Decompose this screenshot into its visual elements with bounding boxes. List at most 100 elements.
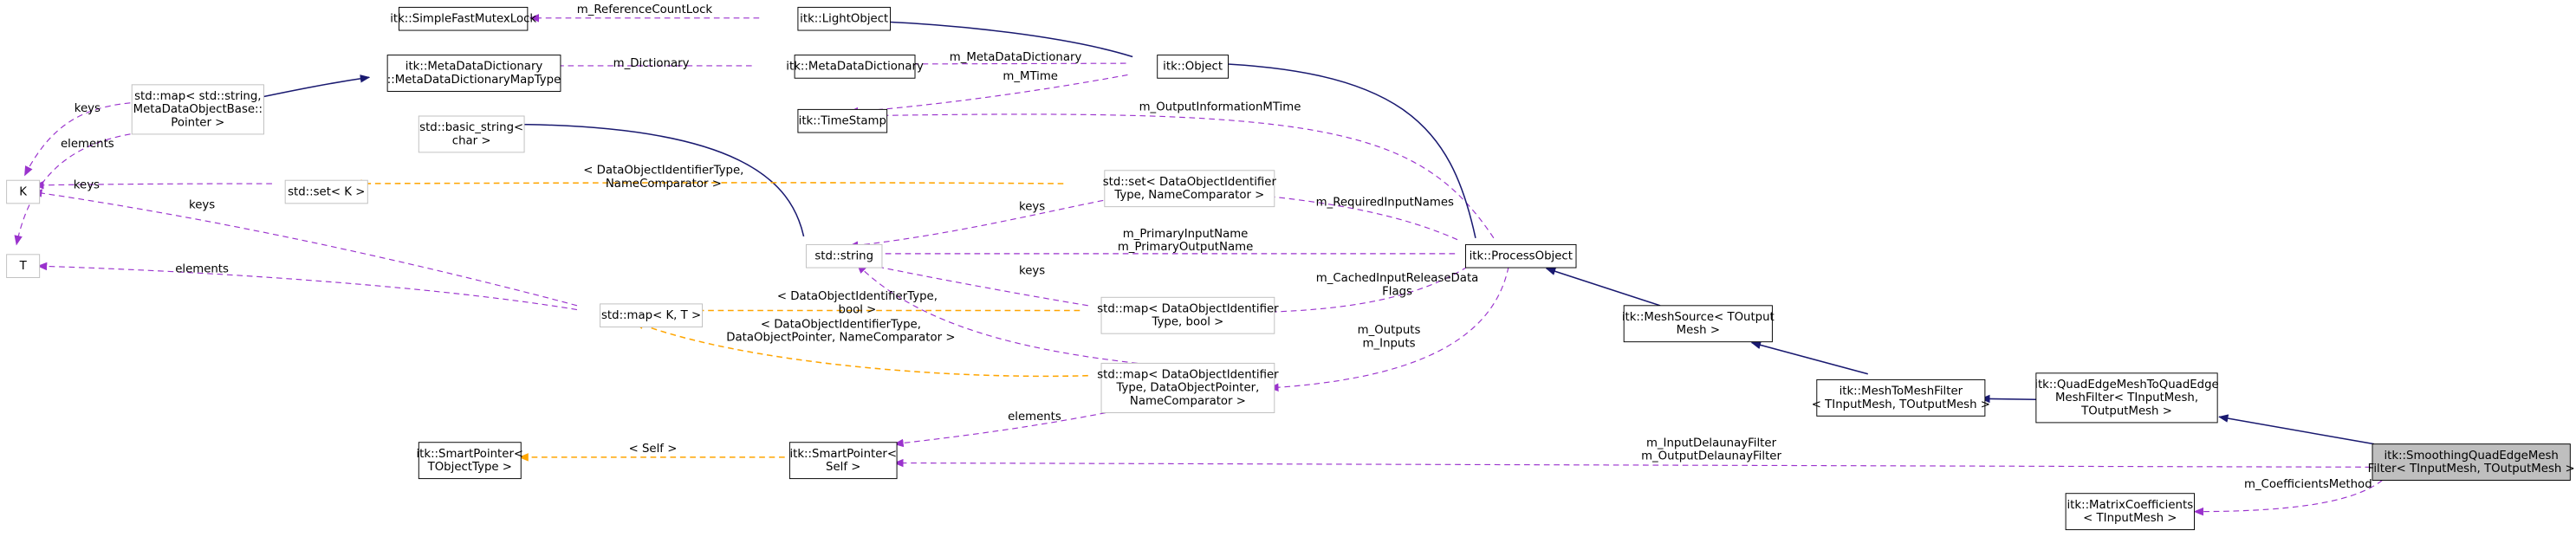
label-line: std::set< K > [288,185,365,198]
node-process-object[interactable]: itk::ProcessObject [1465,243,1577,268]
edge-label-keys-map-k: keys [189,199,215,212]
label-line: std::map< std::string, [134,90,261,103]
edge-labels: m_ReferenceCountLock m_Dictionary m_Meta… [61,3,2372,491]
label-line: elements [175,263,229,276]
edge-cached-release-flags [1262,266,1468,316]
node-std-set-k[interactable]: std::set< K > [284,179,368,204]
node-label: itk::LightObject [800,13,888,26]
edge-label-dictionary: m_Dictionary [613,57,690,70]
label-line: itk::MeshToMeshFilter [1840,385,1963,398]
node-object[interactable]: itk::Object [1157,55,1230,79]
label-line: m_MTime [1002,70,1058,83]
edge-set-k-template [352,179,1064,188]
edge-map-ptr-template [633,321,1088,378]
edge-label-elements-smart-ptr: elements [1008,411,1061,424]
label-line: Type, NameComparator > [1113,189,1264,202]
node-k[interactable]: K [6,179,41,204]
nodes: itk::SimpleFastMutexLock itk::LightObjec… [6,6,2575,531]
node-label: itk::MetaDataDictionary::MetaDataDiction… [387,61,561,87]
label-line: itk::Object [1163,61,1223,74]
label-line: bool > [839,303,877,316]
label-line: m_OutputDelaunayFilter [1641,450,1781,463]
node-label: itk::SmartPointer<TObjectType > [416,448,523,474]
label-line: DataObjectPointer, NameComparator > [726,332,955,345]
node-basic-string[interactable]: std::basic_string<char > [418,115,525,153]
label-line: itk::MatrixCoefficients [2067,499,2193,512]
label-line: keys [1019,265,1045,278]
label-line: < Self > [629,443,678,456]
label-line: itk::SmartPointer< [416,448,523,461]
edge-meta-data-dictionary [866,60,1126,68]
edge-elements-map-t [36,262,578,311]
node-mesh-to-mesh-filter[interactable]: itk::MeshToMeshFilter< TInputMesh, TOutp… [1812,378,1990,417]
node-label: std::set< K > [288,185,365,198]
node-std-map-k-t[interactable]: std::map< K, T > [600,303,704,328]
label-line: elements [61,138,114,151]
label-line: itk::SmoothingQuadEdgeMesh [2384,450,2558,463]
label-line: Type, DataObjectPointer, [1115,382,1259,395]
node-label: T [19,260,28,273]
edge-label-required-input-names: m_RequiredInputNames [1316,197,1454,210]
node-label: std::basic_string<char > [419,121,523,147]
label-line: ::MetaDataDictionaryMapType [387,74,561,87]
label-line: itk::SimpleFastMutexLock [390,13,536,26]
label-line: m_PrimaryInputName [1123,228,1249,241]
node-std-map-string-mdo[interactable]: std::map< std::string,MetaDataObjectBase… [131,84,264,135]
edge-mtime [847,74,1128,116]
node-label: std::map< K, T > [601,309,701,322]
node-label: itk::MatrixCoefficients< TInputMesh > [2067,499,2193,525]
label-line: < DataObjectIdentifierType, [761,318,921,331]
label-line: m_Outputs [1358,324,1421,337]
node-std-string[interactable]: std::string [805,243,883,268]
label-line: Self > [826,461,860,474]
node-matrix-coefficients[interactable]: itk::MatrixCoefficients< TInputMesh > [2065,493,2195,531]
node-time-stamp[interactable]: itk::TimeStamp [797,108,888,133]
edge-meshtomesh-to-quadedge [1980,394,2036,404]
label-line: Mesh > [1677,324,1720,337]
edges [14,14,2383,516]
node-smart-pointer-object-type[interactable]: itk::SmartPointer<TObjectType > [416,442,523,480]
edge-label-elements-map-t: elements [175,263,229,276]
label-line: T [19,260,28,273]
edge-quadedge-to-smoothing [2218,414,2375,445]
label-line: m_Dictionary [613,57,690,70]
node-label: itk::TimeStamp [799,115,886,128]
node-meta-data-dictionary-map-type[interactable]: itk::MetaDataDictionary::MetaDataDiction… [386,55,561,92]
node-light-object[interactable]: itk::LightObject [797,6,891,31]
node-simple-fast-mutex-lock[interactable]: itk::SimpleFastMutexLock [390,6,536,31]
label-line: keys [74,179,100,192]
label-line: Filter< TInputMesh, TOutputMesh > [2368,463,2575,476]
label-line: m_ReferenceCountLock [577,3,713,16]
label-line: itk::QuadEdgeMeshToQuadEdge [2034,378,2218,391]
label-line: m_PrimaryOutputName [1118,241,1253,254]
label-line: NameComparator > [606,178,722,191]
node-meta-data-dictionary[interactable]: itk::MetaDataDictionary [786,55,924,79]
label-line: itk::ProcessObject [1470,250,1573,263]
node-smart-pointer-self[interactable]: itk::SmartPointer<Self > [788,442,898,480]
edge-label-reference-count-lock: m_ReferenceCountLock [577,3,713,16]
label-line: itk::MetaDataDictionary [786,61,924,74]
label-line: MeshFilter< TInputMesh, [2055,391,2198,404]
node-t[interactable]: T [6,254,41,278]
label-line: m_InputDelaunayFilter [1646,437,1777,450]
label-line: m_Inputs [1363,337,1416,350]
node-label: itk::ProcessObject [1470,250,1573,263]
edge-label-coefficients-method: m_CoefficientsMethod [2244,478,2372,491]
edge-label-output-information-mtime: m_OutputInformationMTime [1139,100,1301,113]
edge-label-keys-set-doi: keys [1019,200,1045,213]
label-line: std::map< DataObjectIdentifier [1097,302,1279,315]
label-line: < TInputMesh > [2083,512,2177,525]
edge-required-input-names [1248,191,1458,241]
